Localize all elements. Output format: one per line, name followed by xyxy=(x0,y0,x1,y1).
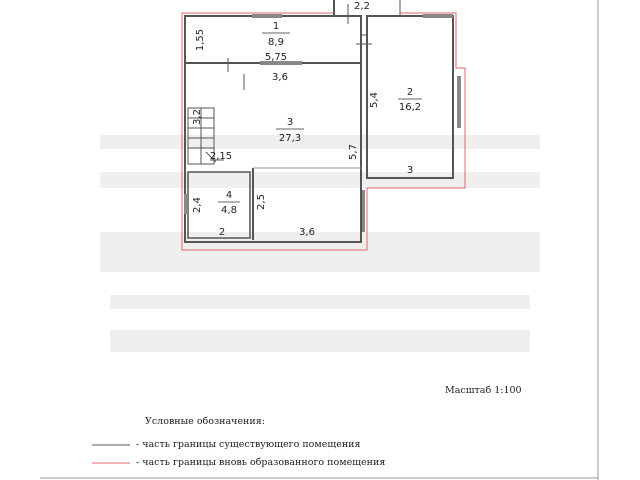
watermark xyxy=(100,135,540,352)
dim-r3-inner-height: 2,5 xyxy=(256,194,267,210)
scale-label: Масштаб 1:100 xyxy=(445,385,522,396)
dim-r4-height: 2,4 xyxy=(192,197,203,213)
dim-stair-height: 3,2 xyxy=(192,109,203,125)
dim-r2-height: 5,4 xyxy=(369,92,380,108)
dim-r1-length: 5,75 xyxy=(265,52,287,63)
dim-porch-width: 2,2 xyxy=(354,1,370,12)
room-1-area: 8,9 xyxy=(268,37,284,48)
room-4-area: 4,8 xyxy=(221,205,237,216)
dim-r3-height: 5,7 xyxy=(348,144,359,160)
room-3-number: 3 xyxy=(287,117,293,128)
stairs xyxy=(187,107,217,165)
dim-r3-top: 3,6 xyxy=(272,72,288,83)
dim-r1-height: 1,55 xyxy=(195,29,206,51)
door-marks xyxy=(210,4,372,161)
dim-stair-width: 2,15 xyxy=(210,151,232,162)
dim-r4-width: 2 xyxy=(219,227,225,238)
room-1-number: 1 xyxy=(273,21,279,32)
windows xyxy=(184,14,461,232)
legend-item-new: - часть границы вновь образованного поме… xyxy=(136,457,386,468)
room-2-area: 16,2 xyxy=(399,102,421,113)
dim-r3-bottom: 3,6 xyxy=(299,227,315,238)
dim-r2-bottom: 3 xyxy=(407,165,413,176)
room-3-area: 27,3 xyxy=(279,133,301,144)
legend-item-existing: - часть границы существующего помещения xyxy=(136,439,361,450)
legend-title: Условные обозначения: xyxy=(145,416,265,427)
room-2-number: 2 xyxy=(407,87,413,98)
new-boundary-outline xyxy=(181,0,466,251)
room-4-number: 4 xyxy=(226,190,232,201)
